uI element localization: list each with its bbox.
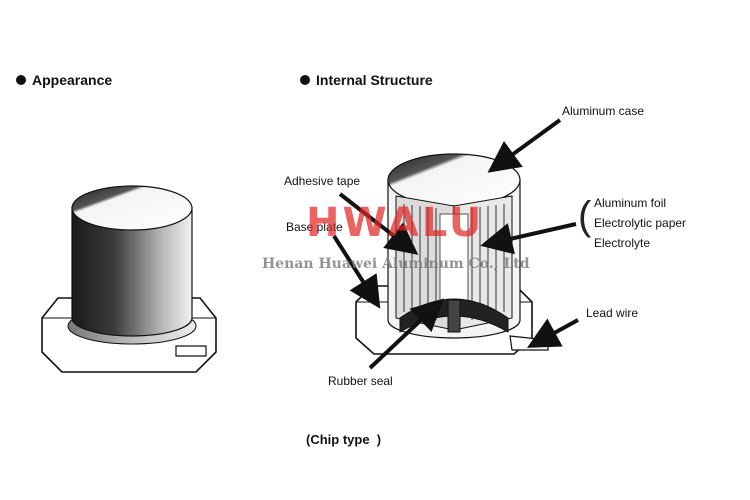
internal-structure-illustration xyxy=(355,153,549,355)
label-rubber-seal: Rubber seal xyxy=(328,374,393,388)
brace-icon: ( xyxy=(578,194,592,238)
label-electrolytic-paper: Electrolytic paper xyxy=(594,216,687,230)
label-base-plate: Base plate xyxy=(286,220,343,234)
label-lead-wire: Lead wire xyxy=(586,306,639,320)
bullet-icon xyxy=(300,75,310,85)
label-aluminum-case: Aluminum case xyxy=(562,104,645,118)
arrow-adhesive-tape xyxy=(338,192,419,255)
internal-structure-heading-text: Internal Structure xyxy=(316,72,433,88)
arrow-lead-wire xyxy=(526,318,579,348)
arrow-aluminum-case xyxy=(487,118,562,173)
chip-type-caption: (Chip type ) xyxy=(306,432,382,447)
internal-structure-heading: Internal Structure xyxy=(300,72,433,88)
watermark-company: Henan Huawei Aluminum Co., Ltd xyxy=(262,256,530,272)
appearance-heading: Appearance xyxy=(16,72,112,88)
arrow-foil-group xyxy=(480,222,577,255)
appearance-capacitor-illustration xyxy=(41,185,217,373)
appearance-heading-text: Appearance xyxy=(32,72,113,88)
label-adhesive-tape: Adhesive tape xyxy=(284,174,361,188)
label-aluminum-foil: Aluminum foil xyxy=(594,196,667,210)
bullet-icon xyxy=(16,75,26,85)
arrow-rubber-seal xyxy=(368,298,444,370)
annotation-arrows xyxy=(332,118,579,370)
arrow-base-plate xyxy=(332,234,381,309)
label-electrolyte: Electrolyte xyxy=(594,236,651,250)
watermark-brand: HWALU xyxy=(306,200,485,246)
